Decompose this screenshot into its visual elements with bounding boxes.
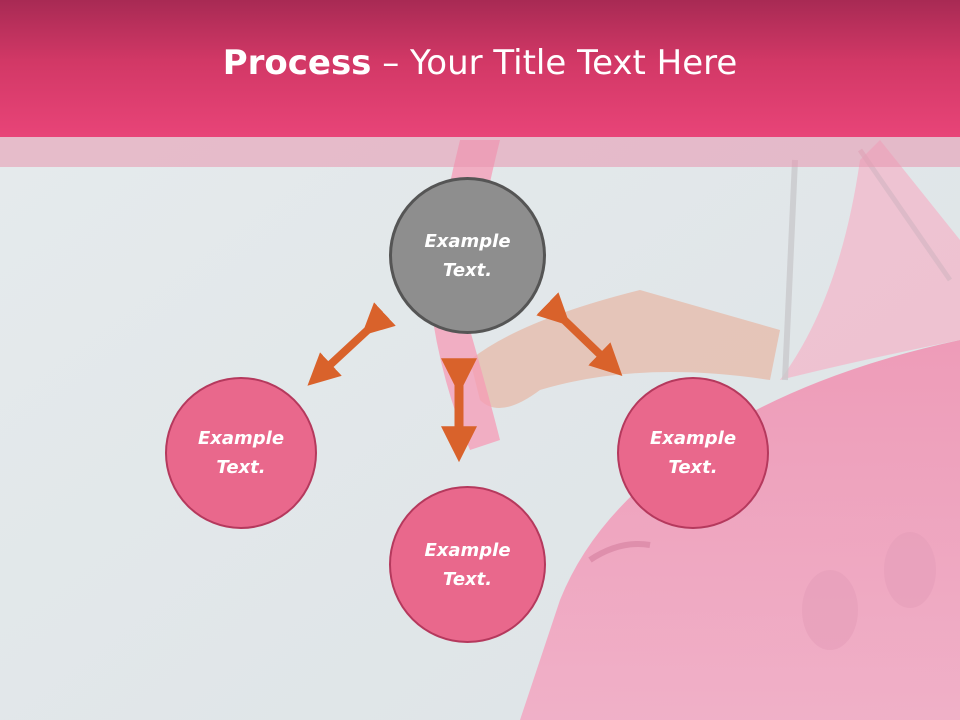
bottom-node-line1: Example xyxy=(424,539,511,561)
slide-title: Process – Your Title Text Here xyxy=(223,43,738,83)
center-node-line1: Example xyxy=(424,230,511,252)
bottom-node-line2: Text. xyxy=(442,568,493,590)
title-underband xyxy=(0,137,960,167)
center-node: Example Text. xyxy=(389,177,546,334)
left-node-line2: Text. xyxy=(216,457,266,478)
title-bar: Process – Your Title Text Here xyxy=(0,0,960,137)
arrow-top-left xyxy=(307,302,396,386)
right-node-line1: Example xyxy=(649,428,737,449)
arrow-top-right xyxy=(536,292,623,376)
slide-title-rest: – Your Title Text Here xyxy=(371,42,738,83)
right-node-line2: Text. xyxy=(668,457,718,478)
center-node-line2: Text. xyxy=(442,259,493,281)
right-node: Example Text. xyxy=(617,377,769,529)
left-node: Example Text. xyxy=(165,377,317,529)
slide-title-bold: Process xyxy=(222,42,372,83)
bottom-node: Example Text. xyxy=(389,486,546,643)
left-node-line1: Example xyxy=(197,428,285,449)
